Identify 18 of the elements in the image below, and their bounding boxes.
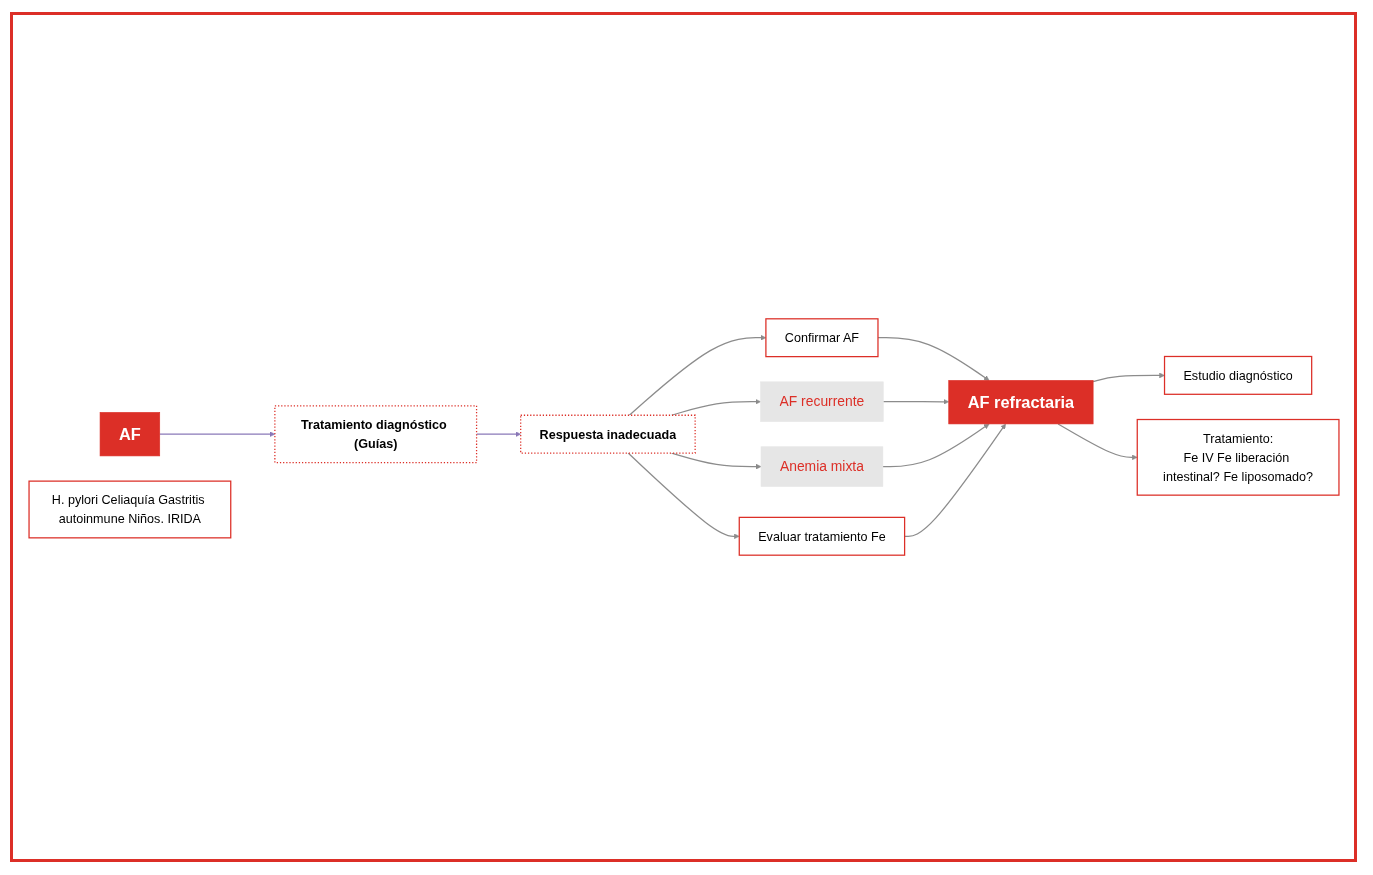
node-box xyxy=(519,414,696,454)
arrow xyxy=(881,423,989,468)
arrow xyxy=(628,334,766,416)
arrow xyxy=(158,431,275,437)
node-box xyxy=(1136,418,1340,496)
node-box xyxy=(27,480,231,539)
node-box xyxy=(99,412,160,457)
node-box xyxy=(760,446,883,487)
node-box xyxy=(738,516,905,556)
arrow xyxy=(882,399,949,405)
arrow xyxy=(627,452,739,540)
node-box xyxy=(759,381,884,422)
node-box xyxy=(1163,355,1312,395)
arrow xyxy=(1092,372,1165,383)
node-box xyxy=(273,405,477,464)
node-box xyxy=(947,380,1093,425)
frame-border: Tratamiento diagnóstico (Guías) AF Respuesta inadecuada Confirmar AF AF recurrente Anemia mixta Evaluar tratamiento Fe AF refractaria Estudio diagnóstico H. pylori Celiaquía Gastritis autoinmune Niños. IRIDA Tratamiento: Fe IV Fe liberación intestinal? Fe liposomado? xyxy=(10,12,1357,862)
node-box xyxy=(764,318,879,358)
